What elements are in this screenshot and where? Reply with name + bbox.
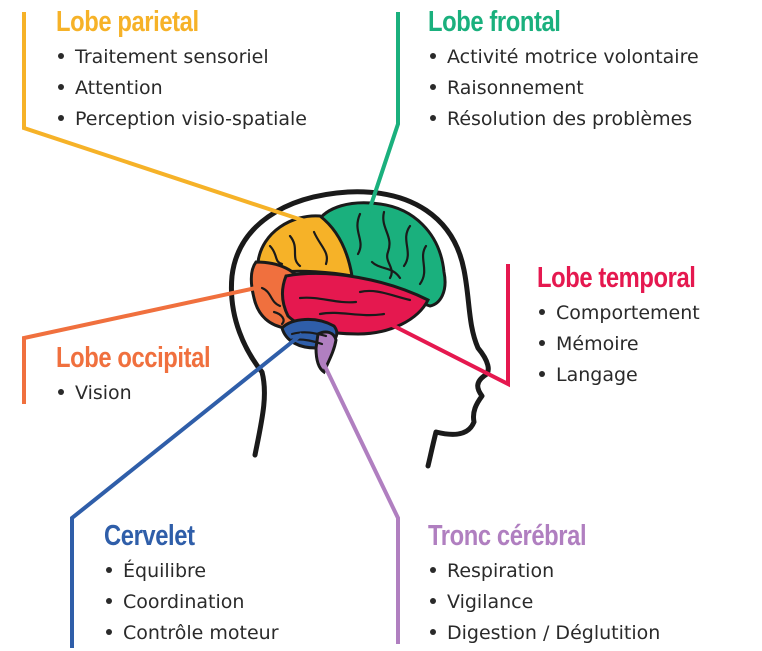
list-item: Vision (56, 378, 244, 409)
bullet-icon (430, 84, 436, 90)
tronc-list: Respiration Vigilance Digestion / Déglut… (428, 556, 660, 649)
parietal-connector (22, 12, 315, 226)
occipital-connector (22, 286, 257, 404)
bullet-icon (430, 598, 436, 604)
parietal-list: Traitement sensoriel Attention Perceptio… (56, 42, 307, 135)
temporal-connector (385, 264, 510, 388)
frontal-list: Activité motrice volontaire Raisonnement… (428, 42, 699, 135)
bullet-icon (106, 598, 112, 604)
list-item: Langage (537, 360, 730, 391)
cervelet-connector (70, 332, 304, 648)
cervelet-list: Équilibre Coordination Contrôle moteur (104, 556, 279, 649)
list-item: Traitement sensoriel (56, 42, 307, 73)
bullet-icon (539, 371, 545, 377)
bullet-icon (58, 389, 64, 395)
tronc-block: Tronc cérébral Respiration Vigilance Dig… (428, 520, 660, 649)
temporal-title: Lobe temporal (537, 262, 696, 294)
bullet-icon (430, 53, 436, 59)
bullet-icon (430, 115, 436, 121)
bullet-icon (430, 629, 436, 635)
list-item: Comportement (537, 298, 730, 329)
list-item: Digestion / Déglutition (428, 618, 660, 649)
list-item: Raisonnement (428, 73, 699, 104)
list-item: Équilibre (104, 556, 279, 587)
parietal-block: Lobe parietal Traitement sensoriel Atten… (56, 6, 307, 135)
occipital-block: Lobe occipital Vision (56, 342, 244, 409)
frontal-connector (366, 12, 400, 215)
parietal-title: Lobe parietal (56, 6, 199, 38)
list-item: Contrôle moteur (104, 618, 279, 649)
occipital-title: Lobe occipital (56, 342, 211, 374)
bullet-icon (539, 309, 545, 315)
list-item: Respiration (428, 556, 660, 587)
bullet-icon (539, 340, 545, 346)
list-item: Résolution des problèmes (428, 104, 699, 135)
cervelet-title: Cervelet (104, 520, 195, 552)
temporal-block: Lobe temporal Comportement Mémoire Langa… (537, 262, 730, 391)
list-item: Mémoire (537, 329, 730, 360)
bullet-icon (58, 53, 64, 59)
frontal-title: Lobe frontal (428, 6, 561, 38)
bullet-icon (58, 84, 64, 90)
temporal-list: Comportement Mémoire Langage (537, 298, 730, 391)
cervelet-block: Cervelet Équilibre Coordination Contrôle… (104, 520, 279, 649)
head-outline (228, 189, 491, 469)
occipital-list: Vision (56, 378, 244, 409)
bullet-icon (106, 567, 112, 573)
temporal-lobe-shape (281, 272, 431, 336)
tronc-connector (320, 359, 400, 644)
list-item: Perception visio-spatiale (56, 104, 307, 135)
tronc-title: Tronc cérébral (428, 520, 587, 552)
bullet-icon (58, 115, 64, 121)
list-item: Coordination (104, 587, 279, 618)
frontal-block: Lobe frontal Activité motrice volontaire… (428, 6, 699, 135)
list-item: Vigilance (428, 587, 660, 618)
list-item: Attention (56, 73, 307, 104)
list-item: Activité motrice volontaire (428, 42, 699, 73)
bullet-icon (430, 567, 436, 573)
bullet-icon (106, 629, 112, 635)
